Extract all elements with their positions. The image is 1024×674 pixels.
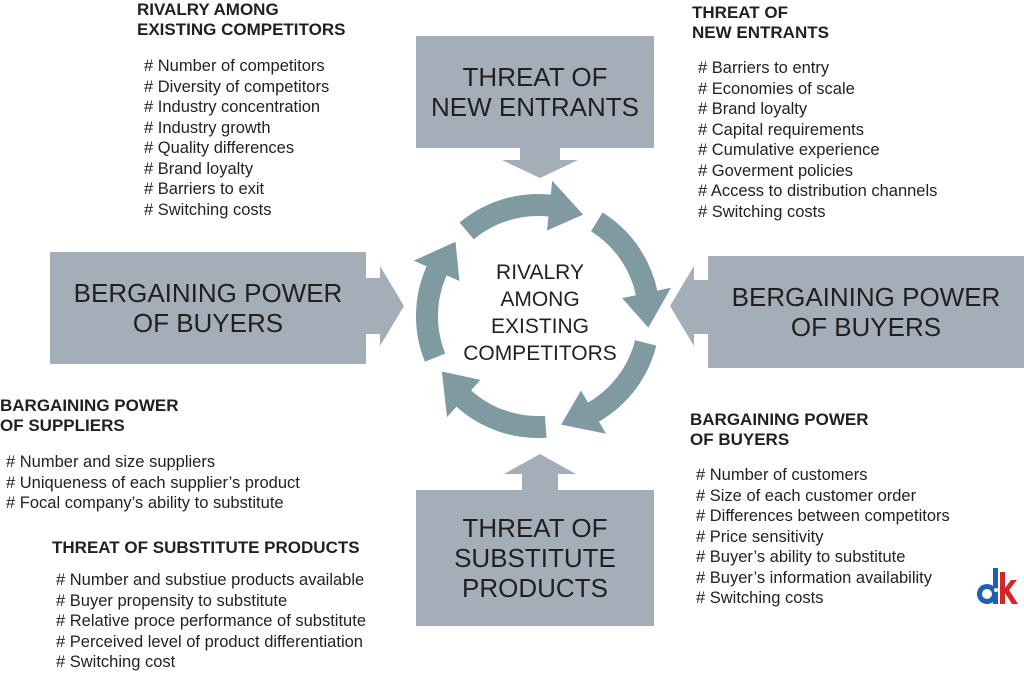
list-item: # Access to distribution channels xyxy=(698,182,938,200)
list-item: # Economies of scale xyxy=(698,79,855,98)
cycle-arrow-5 xyxy=(413,241,460,362)
suppliers-heading: BARGAINING POWER OF SUPPLIERS xyxy=(0,396,179,435)
threat-of-new-entrants-box: THREAT OF NEW ENTRANTS xyxy=(416,36,654,148)
list-item: # Brand loyalty xyxy=(144,159,254,178)
list-item: # Brand loyalty xyxy=(698,100,808,118)
right-bargaining-power-box-label: BERGAINING POWER OF BUYERS xyxy=(731,282,1001,342)
list-item: # Buyer propensity to substitute xyxy=(56,591,288,610)
list-item: # Industry growth xyxy=(144,118,271,137)
list-item: # Switching costs xyxy=(698,202,826,221)
top-box-pointer-arrow xyxy=(502,148,578,178)
threat-of-substitute-products-box: THREAT OF SUBSTITUTE PRODUCTS xyxy=(416,490,654,626)
list-item: # Buyer’s information availability xyxy=(696,568,933,587)
right-box-pointer-arrow xyxy=(670,266,708,346)
list-item: # Diversity of competitors xyxy=(144,77,330,96)
cycle-arrows xyxy=(413,180,672,438)
left-bargaining-power-box: BERGAINING POWER OF BUYERS xyxy=(50,252,366,364)
suppliers-list: # Number and size suppliers # Uniqueness… xyxy=(6,452,300,514)
list-item: # Number and substiue products available xyxy=(56,571,365,589)
list-item: # Number of competitors xyxy=(144,57,325,75)
cycle-arrow-2 xyxy=(590,212,672,328)
list-item: # Number of customers xyxy=(696,466,868,484)
rivalry-list: # Number of competitors # Diversity of c… xyxy=(144,56,329,220)
list-item: # Capital requirements xyxy=(698,120,864,139)
list-item: # Goverment policies xyxy=(698,161,853,180)
new-entrants-list: # Barriers to entry # Economies of scale… xyxy=(698,58,937,222)
cycle-arrow-1 xyxy=(459,180,584,240)
list-item: # Quality differences xyxy=(144,139,295,157)
list-item: # Price sensitivity xyxy=(696,527,824,546)
list-item: # Perceived level of product differentia… xyxy=(56,632,363,651)
substitutes-heading: THREAT OF SUBSTITUTE PRODUCTS xyxy=(52,538,360,557)
center-rivalry-label: RIVALRY AMONG EXISTING COMPETITORS xyxy=(463,261,617,365)
list-item: # Relative proce performance of substitu… xyxy=(56,612,366,630)
list-item: # Number and size suppliers xyxy=(6,453,216,471)
list-item: # Switching costs xyxy=(696,589,824,607)
list-item: # Switching costs xyxy=(144,200,272,219)
list-item: # Buyer’s ability to substitute xyxy=(696,548,906,566)
cycle-arrow-4 xyxy=(441,371,547,438)
cycle-arrow-3 xyxy=(561,340,657,434)
list-item: # Size of each customer order xyxy=(696,486,917,505)
list-item: # Cumulative experience xyxy=(698,141,880,159)
threat-of-substitute-products-box-label: THREAT OF SUBSTITUTE PRODUCTS xyxy=(454,513,616,603)
threat-of-new-entrants-box-label: THREAT OF NEW ENTRANTS xyxy=(431,62,639,122)
left-bargaining-power-box-label: BERGAINING POWER OF BUYERS xyxy=(73,278,343,338)
bottom-box-pointer-arrow xyxy=(504,454,576,490)
rivalry-heading: RIVALRY AMONG EXISTING COMPETITORS xyxy=(137,0,346,39)
list-item: # Barriers to entry xyxy=(698,59,830,77)
list-item: # Industry concentration xyxy=(144,98,321,116)
list-item: # Focal company’s ability to substitute xyxy=(6,494,284,512)
list-item: # Uniqueness of each supplier’s product xyxy=(6,473,300,492)
substitutes-list: # Number and substiue products available… xyxy=(56,570,366,673)
buyers-list: # Number of customers # Size of each cus… xyxy=(696,465,950,609)
list-item: # Barriers to exit xyxy=(144,180,265,198)
buyers-heading: BARGAINING POWER OF BUYERS xyxy=(690,410,869,449)
new-entrants-heading: THREAT OF NEW ENTRANTS xyxy=(692,3,829,42)
left-box-pointer-arrow xyxy=(366,266,404,346)
dk-logo-icon xyxy=(974,566,1020,608)
list-item: # Differences between competitors xyxy=(696,507,950,525)
right-bargaining-power-box: BERGAINING POWER OF BUYERS xyxy=(708,256,1024,368)
list-item: # Switching cost xyxy=(56,653,176,671)
